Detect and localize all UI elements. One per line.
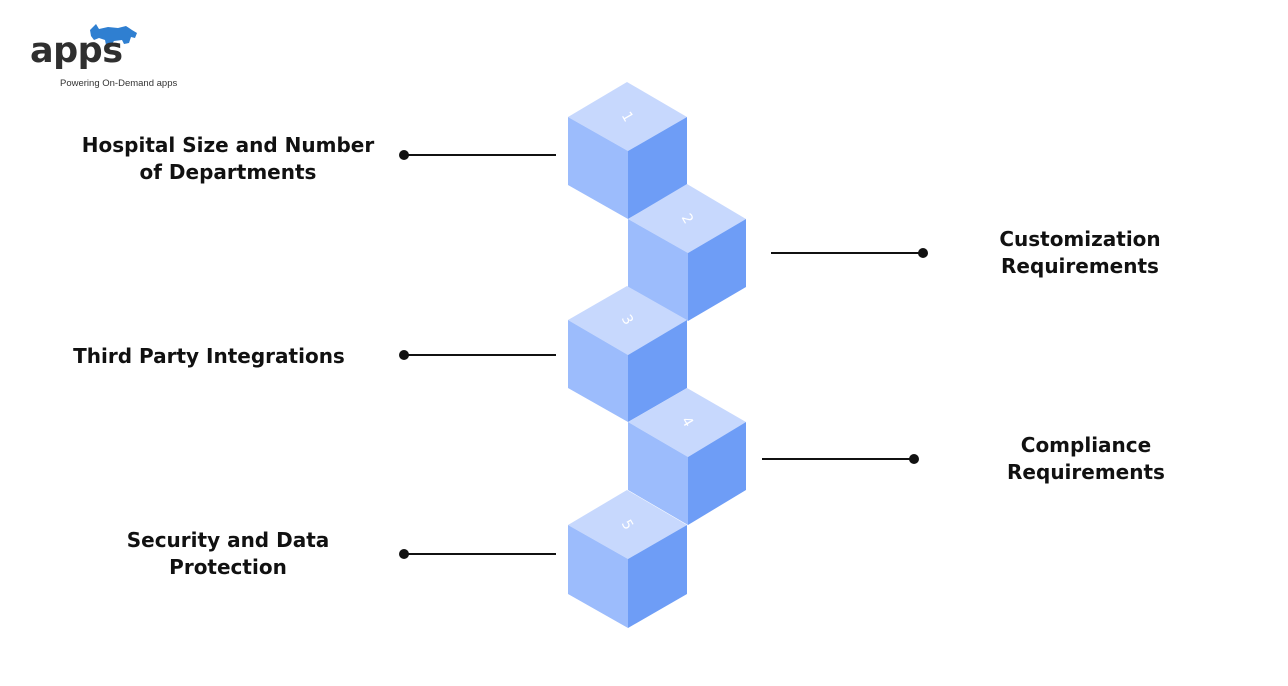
label-security: Security and Data Protection bbox=[118, 527, 338, 581]
cube-2-right bbox=[688, 219, 746, 321]
label-customization: Customization Requirements bbox=[985, 226, 1175, 280]
cube-4-top bbox=[628, 388, 746, 457]
logo-wordmark: apps bbox=[30, 31, 123, 71]
logo-tagline: Powering On-Demand apps bbox=[60, 78, 178, 89]
label-line: Customization bbox=[999, 227, 1161, 251]
label-line: Requirements bbox=[1001, 254, 1159, 278]
cube-1-top bbox=[568, 82, 687, 151]
cube-3-top bbox=[568, 286, 687, 355]
label-line: Requirements bbox=[1007, 460, 1165, 484]
label-compliance: Compliance Requirements bbox=[996, 432, 1176, 486]
cube-4-left bbox=[628, 422, 688, 525]
cube-5-right bbox=[628, 525, 687, 628]
cube-4: 4 bbox=[628, 388, 746, 525]
label-hospital-size: Hospital Size and Number of Departments bbox=[78, 132, 378, 186]
cube-3-left bbox=[568, 320, 628, 422]
cube-4-right bbox=[688, 422, 746, 525]
connector-dot-3 bbox=[399, 350, 409, 360]
cube-5-top bbox=[568, 490, 687, 559]
label-line: of Departments bbox=[139, 160, 317, 184]
connector-dot-2 bbox=[918, 248, 928, 258]
cube-2: 2 bbox=[628, 184, 746, 321]
connector-dot-1 bbox=[399, 150, 409, 160]
label-line: Compliance bbox=[1020, 433, 1152, 457]
cube-5-left bbox=[568, 525, 628, 628]
label-line: Third Party Integrations bbox=[73, 344, 345, 368]
label-line: Protection bbox=[169, 555, 287, 579]
label-line: Security and Data bbox=[126, 528, 330, 552]
cube-1-left bbox=[568, 117, 628, 219]
brand-logo[interactable]: apps Powering On-Demand apps bbox=[28, 24, 188, 94]
connector-dot-4 bbox=[909, 454, 919, 464]
cube-1: 1 bbox=[568, 82, 687, 219]
rhino-icon bbox=[90, 24, 137, 45]
label-line: Hospital Size and Number bbox=[81, 133, 375, 157]
connector-dot-5 bbox=[399, 549, 409, 559]
cube-5: 5 bbox=[568, 490, 687, 628]
cube-2-top bbox=[628, 184, 746, 253]
label-third-party: Third Party Integrations bbox=[66, 343, 352, 370]
